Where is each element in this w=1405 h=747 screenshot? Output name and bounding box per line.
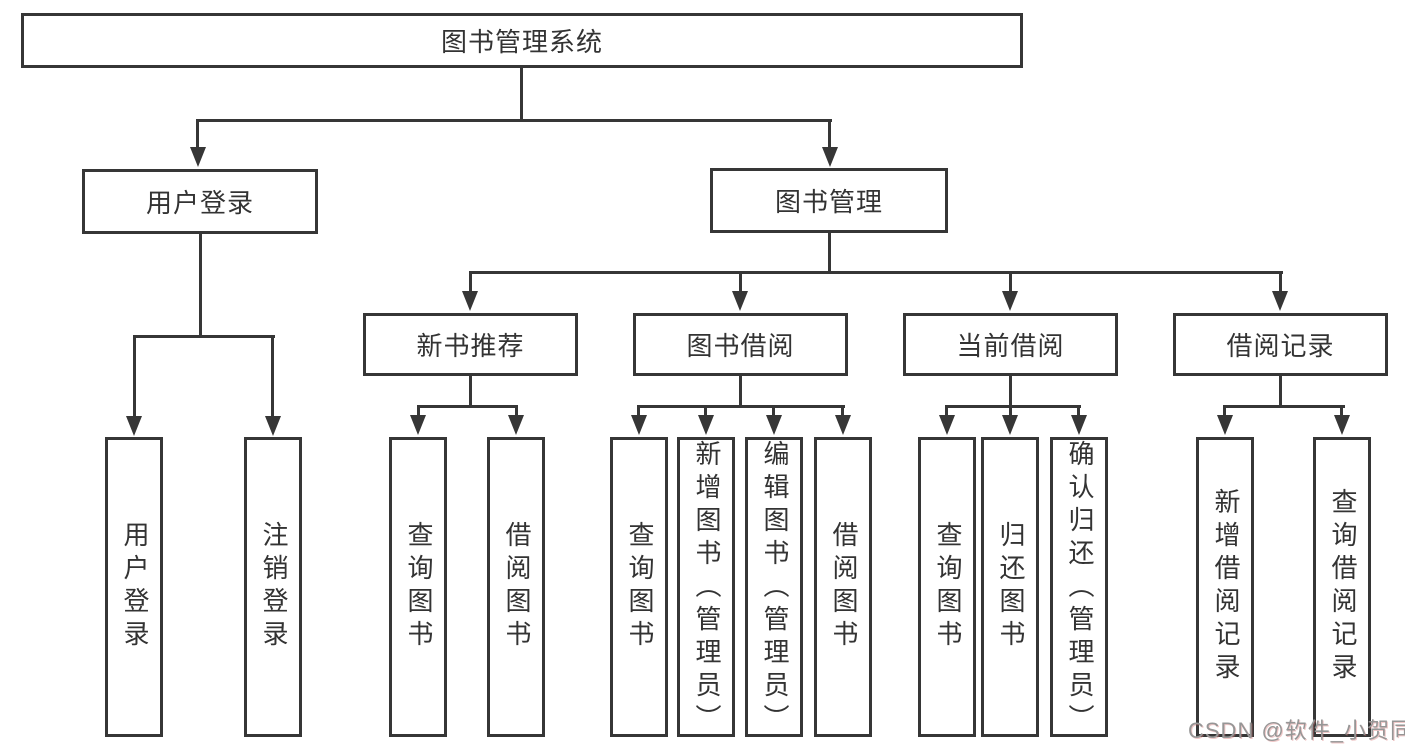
node-library-system-label: 图书管理系统 bbox=[440, 27, 603, 57]
leaf-borrowing-edit-books-admin-label: 编辑图书（管理员） bbox=[759, 440, 790, 737]
arrow-down-icon bbox=[835, 415, 851, 435]
arrow-down-icon bbox=[732, 291, 748, 311]
node-book-borrowing: 图书借阅 bbox=[633, 313, 848, 376]
leaf-borrowing-query-books: 查询图书 bbox=[610, 437, 668, 737]
arrow-down-icon bbox=[766, 415, 782, 435]
arrow-down-icon bbox=[265, 416, 281, 436]
connector-line bbox=[841, 405, 844, 417]
connector-line bbox=[133, 335, 275, 338]
connector-line bbox=[1223, 405, 1345, 408]
arrow-down-icon bbox=[1002, 415, 1018, 435]
arrow-down-icon bbox=[698, 415, 714, 435]
node-book-borrowing-label: 图书借阅 bbox=[686, 331, 795, 361]
connector-line bbox=[199, 234, 202, 337]
connector-line bbox=[1340, 405, 1343, 417]
arrow-down-icon bbox=[190, 147, 206, 167]
connector-line bbox=[1279, 376, 1282, 407]
connector-line bbox=[1223, 405, 1226, 417]
node-book-management: 图书管理 bbox=[710, 168, 948, 233]
connector-line bbox=[417, 405, 518, 408]
leaf-logout-label: 注销登录 bbox=[258, 521, 289, 653]
leaf-records-add-record: 新增借阅记录 bbox=[1196, 437, 1254, 737]
connector-line bbox=[133, 335, 136, 417]
leaf-borrowing-add-books-admin-label: 新增图书（管理员） bbox=[691, 440, 722, 737]
leaf-current-query-books: 查询图书 bbox=[918, 437, 976, 737]
arrow-down-icon bbox=[1217, 415, 1233, 435]
connector-line bbox=[637, 405, 640, 417]
leaf-recommend-borrow-books: 借阅图书 bbox=[487, 437, 545, 737]
leaf-recommend-query-books-label: 查询图书 bbox=[403, 521, 434, 653]
connector-line bbox=[469, 271, 1283, 274]
node-borrowing-records: 借阅记录 bbox=[1173, 313, 1388, 376]
leaf-borrowing-borrow-books-label: 借阅图书 bbox=[828, 521, 859, 653]
leaf-borrowing-query-books-label: 查询图书 bbox=[624, 521, 655, 653]
connector-line bbox=[469, 376, 472, 407]
arrow-down-icon bbox=[1334, 415, 1350, 435]
arrow-down-icon bbox=[1002, 291, 1018, 311]
leaf-borrowing-add-books-admin: 新增图书（管理员） bbox=[677, 437, 735, 737]
node-new-book-recommend: 新书推荐 bbox=[363, 313, 578, 376]
node-borrowing-records-label: 借阅记录 bbox=[1226, 331, 1335, 361]
leaf-records-query-record: 查询借阅记录 bbox=[1313, 437, 1371, 737]
node-library-system: 图书管理系统 bbox=[21, 13, 1023, 68]
leaf-borrowing-borrow-books: 借阅图书 bbox=[814, 437, 872, 737]
connector-line bbox=[469, 271, 472, 293]
arrow-down-icon bbox=[508, 415, 524, 435]
node-current-borrowing-label: 当前借阅 bbox=[956, 331, 1065, 361]
arrow-down-icon bbox=[126, 416, 142, 436]
connector-line bbox=[271, 335, 274, 417]
leaf-recommend-borrow-books-label: 借阅图书 bbox=[501, 521, 532, 653]
arrow-down-icon bbox=[631, 415, 647, 435]
leaf-logout: 注销登录 bbox=[244, 437, 302, 737]
connector-line bbox=[196, 119, 832, 122]
leaf-records-query-record-label: 查询借阅记录 bbox=[1327, 488, 1358, 686]
leaf-user-login: 用户登录 bbox=[105, 437, 163, 737]
connector-line bbox=[739, 376, 742, 407]
connector-line bbox=[1077, 405, 1080, 417]
connector-line bbox=[945, 405, 1081, 408]
leaf-recommend-query-books: 查询图书 bbox=[389, 437, 447, 737]
leaf-records-add-record-label: 新增借阅记录 bbox=[1210, 488, 1241, 686]
node-new-book-recommend-label: 新书推荐 bbox=[416, 331, 525, 361]
connector-line bbox=[828, 233, 831, 273]
connector-line bbox=[945, 405, 948, 417]
connector-line bbox=[1009, 271, 1012, 293]
connector-line bbox=[772, 405, 775, 417]
connector-line bbox=[704, 405, 707, 417]
connector-line bbox=[520, 68, 523, 119]
leaf-borrowing-edit-books-admin: 编辑图书（管理员） bbox=[745, 437, 803, 737]
leaf-user-login-label: 用户登录 bbox=[119, 521, 150, 653]
arrow-down-icon bbox=[1272, 291, 1288, 311]
arrow-down-icon bbox=[1071, 415, 1087, 435]
connector-line bbox=[1279, 271, 1282, 293]
node-current-borrowing: 当前借阅 bbox=[903, 313, 1118, 376]
arrow-down-icon bbox=[410, 415, 426, 435]
watermark: CSDN @软件_小贺同学 bbox=[1188, 718, 1405, 743]
connector-line bbox=[417, 405, 420, 417]
connector-line bbox=[637, 405, 845, 408]
node-user-login-label: 用户登录 bbox=[145, 188, 254, 218]
connector-line bbox=[196, 119, 199, 149]
connector-line bbox=[739, 271, 742, 293]
node-book-management-label: 图书管理 bbox=[774, 187, 883, 217]
arrow-down-icon bbox=[462, 291, 478, 311]
connector-line bbox=[515, 405, 518, 417]
leaf-current-return-books-label: 归还图书 bbox=[995, 521, 1026, 653]
leaf-current-confirm-return-admin: 确认归还（管理员） bbox=[1050, 437, 1108, 737]
arrow-down-icon bbox=[939, 415, 955, 435]
connector-line bbox=[1009, 376, 1012, 407]
leaf-current-confirm-return-admin-label: 确认归还（管理员） bbox=[1064, 440, 1095, 737]
arrow-down-icon bbox=[822, 147, 838, 167]
node-user-login: 用户登录 bbox=[82, 169, 318, 234]
leaf-current-return-books: 归还图书 bbox=[981, 437, 1039, 737]
connector-line bbox=[828, 119, 831, 149]
leaf-current-query-books-label: 查询图书 bbox=[932, 521, 963, 653]
connector-line bbox=[1009, 405, 1012, 417]
